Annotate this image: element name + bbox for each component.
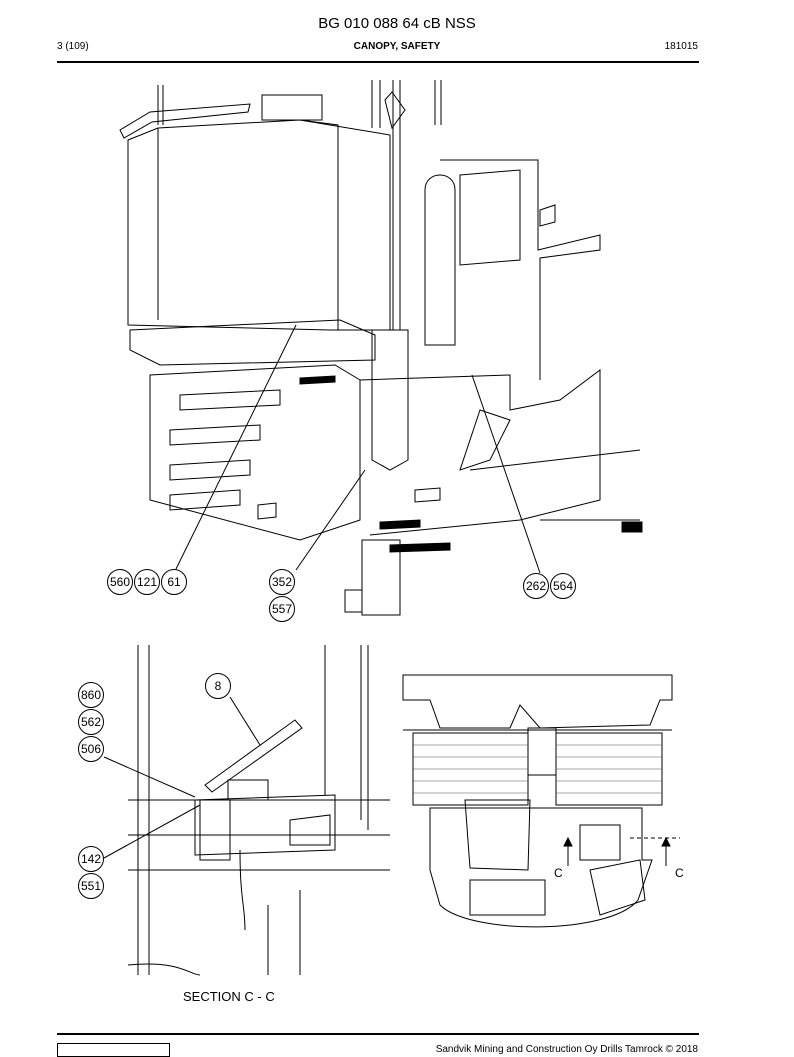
callout-121: 121 bbox=[134, 569, 160, 595]
callout-142: 142 bbox=[78, 846, 104, 872]
callout-860: 860 bbox=[78, 682, 104, 708]
section-mark-left: C bbox=[554, 866, 563, 880]
section-mark-right: C bbox=[675, 866, 684, 880]
lower-left-detail bbox=[103, 645, 390, 976]
callout-8: 8 bbox=[205, 673, 231, 699]
callout-557: 557 bbox=[269, 596, 295, 622]
lower-right-plan-view bbox=[402, 674, 680, 928]
section-label: SECTION C - C bbox=[183, 989, 275, 1004]
callout-564: 564 bbox=[550, 573, 576, 599]
document-date: 181015 bbox=[664, 41, 698, 52]
callout-262: 262 bbox=[523, 573, 549, 599]
callout-562: 562 bbox=[78, 709, 104, 735]
footer-rule bbox=[57, 1033, 699, 1035]
header-rule bbox=[57, 61, 699, 63]
callout-506: 506 bbox=[78, 736, 104, 762]
callout-352: 352 bbox=[269, 569, 295, 595]
upper-assembly-view bbox=[119, 80, 643, 616]
document-title: BG 010 088 64 cB NSS bbox=[318, 15, 476, 32]
sandvik-logo bbox=[57, 1043, 170, 1057]
callout-551: 551 bbox=[78, 873, 104, 899]
footer-copyright: Sandvik Mining and Construction Oy Drill… bbox=[435, 1044, 698, 1055]
vent-grille bbox=[413, 744, 662, 794]
callout-560: 560 bbox=[107, 569, 133, 595]
page-number: 3 (109) bbox=[57, 41, 89, 52]
callout-61: 61 bbox=[161, 569, 187, 595]
section-heading: CANOPY, SAFETY bbox=[353, 41, 441, 52]
